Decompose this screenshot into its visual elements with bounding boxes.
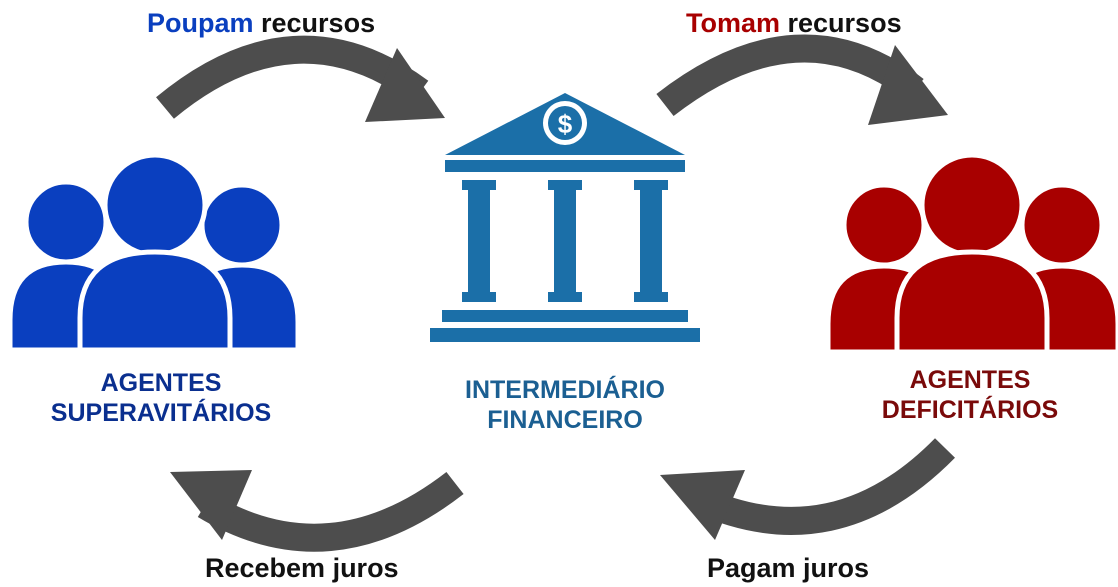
surplus-agents-label: AGENTES SUPERAVITÁRIOS <box>12 368 310 428</box>
flow-label-pay: Pagam juros <box>707 553 870 583</box>
surplus-line1: AGENTES <box>100 369 222 397</box>
deficit-line1: AGENTES <box>909 366 1031 394</box>
dollar-symbol: $ <box>558 109 573 139</box>
intermediary-line2: FINANCEIRO <box>487 406 643 434</box>
dollar-coin-icon: $ <box>543 101 587 145</box>
flow-take-rest: recursos <box>780 8 902 38</box>
flow-save-accent: Poupam <box>147 8 254 38</box>
arrow-take-icon <box>656 34 948 125</box>
arrow-receive-icon <box>170 470 464 552</box>
surplus-people-icon <box>7 152 301 353</box>
flow-take-accent: Tomam <box>686 8 781 38</box>
arrow-pay-icon <box>660 438 955 540</box>
flow-label-take: Tomam recursos <box>686 10 902 37</box>
intermediary-line1: INTERMEDIÁRIO <box>465 376 665 404</box>
flow-label-receive: Recebem juros <box>205 553 399 583</box>
arrow-save-icon <box>156 35 445 122</box>
deficit-line2: DEFICITÁRIOS <box>881 396 1059 424</box>
flow-save-rest: recursos <box>253 8 376 38</box>
surplus-line2: SUPERAVITÁRIOS <box>50 399 272 427</box>
flow-label-save: Poupam recursos <box>147 10 375 37</box>
intermediary-label: INTERMEDIÁRIO FINANCEIRO <box>405 375 725 435</box>
deficit-people-icon <box>825 152 1118 355</box>
deficit-agents-label: AGENTES DEFICITÁRIOS <box>835 365 1105 425</box>
